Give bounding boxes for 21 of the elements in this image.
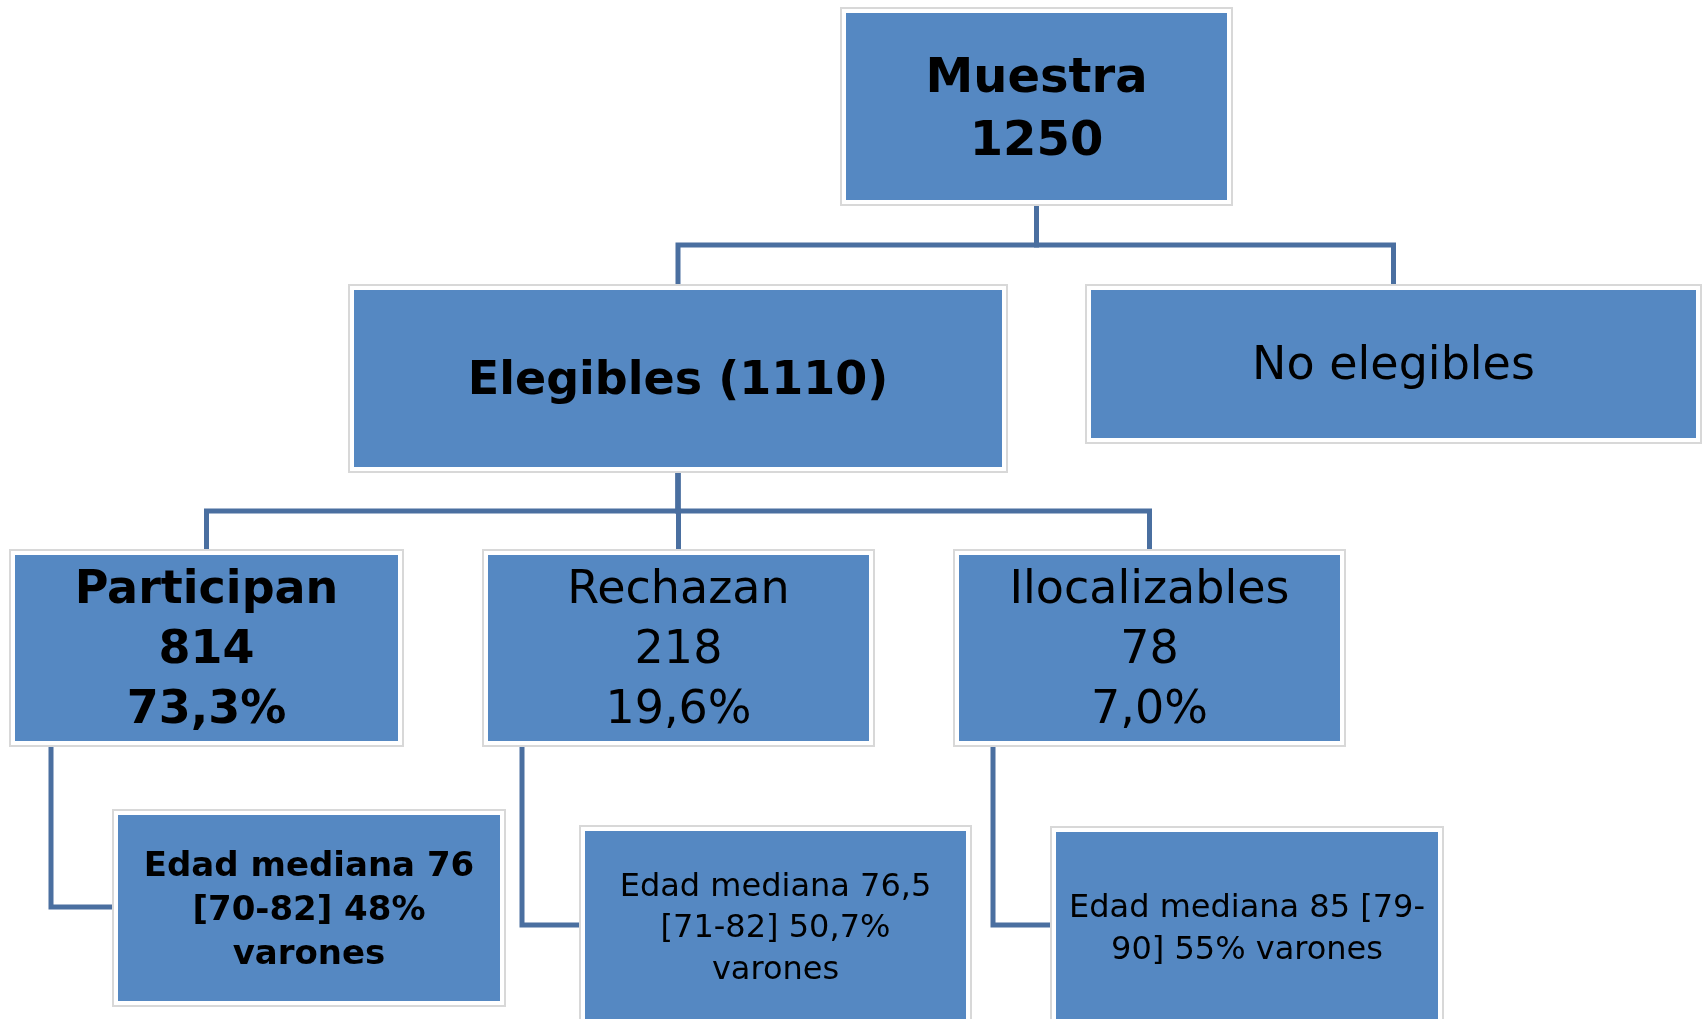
box-text: Elegibles (1110): [467, 349, 889, 407]
box-text: Muestra: [925, 46, 1148, 106]
box-text: 1250: [969, 108, 1104, 168]
box-text: 218: [634, 619, 723, 677]
connector-line: [990, 745, 1052, 928]
box-text: No elegibles: [1252, 335, 1535, 393]
box-text: 19,6%: [605, 678, 752, 736]
box-text: Ilocalizables: [1009, 559, 1290, 617]
box-text: 78: [1120, 619, 1179, 677]
box-text: Edad mediana 85 [79-90] 55% varones: [1068, 886, 1426, 969]
box-text: Edad mediana 76 [70-82] 48% varones: [142, 842, 476, 975]
box-text: 7,0%: [1091, 678, 1208, 736]
connector-line: [519, 745, 581, 928]
connector-line: [48, 745, 114, 910]
box-text: Edad mediana 76,5 [71-82] 50,7% varones: [618, 864, 933, 989]
connector-line: [675, 471, 1152, 551]
box-text: 73,3%: [126, 678, 287, 736]
connector-line: [1034, 204, 1396, 286]
box-text: 814: [158, 619, 255, 677]
box-text: Participan: [74, 559, 339, 617]
box-text: Rechazan: [567, 559, 790, 617]
